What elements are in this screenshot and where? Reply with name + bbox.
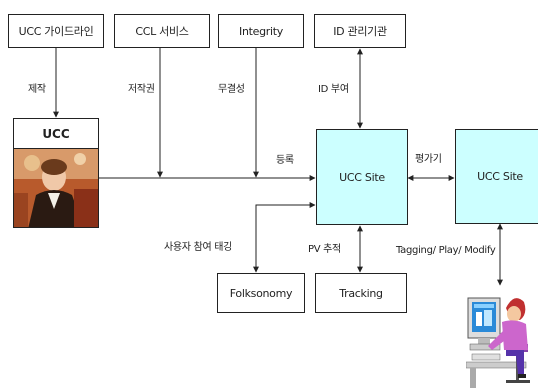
node-ccl-service: CCL 서비스 bbox=[114, 14, 210, 48]
ucc-content-image bbox=[13, 148, 99, 228]
node-guideline: UCC 가이드라인 bbox=[8, 14, 104, 48]
node-integrity: Integrity bbox=[218, 14, 304, 48]
label-produce: 제작 bbox=[28, 84, 46, 95]
node-ucc-site-main: UCC Site bbox=[316, 129, 408, 225]
label-evaluate: 평가기 bbox=[415, 154, 442, 165]
label-pv-tracking: PV 추적 bbox=[308, 244, 341, 255]
label-copyright: 저작권 bbox=[128, 84, 155, 95]
node-tracking: Tracking bbox=[315, 273, 407, 313]
edge-user-tagging bbox=[253, 202, 316, 273]
label-tag-play-modify: Tagging/ Play/ Modify bbox=[396, 245, 496, 256]
node-ucc-title: UCC bbox=[13, 118, 99, 148]
label-user-tagging: 사용자 참여 태깅 bbox=[164, 242, 233, 253]
label-integrity: 무결성 bbox=[218, 84, 245, 95]
label-register: 등록 bbox=[276, 155, 294, 166]
node-ucc-site-peer: UCC Site bbox=[455, 129, 538, 224]
user-at-computer-icon bbox=[465, 284, 532, 388]
label-id-grant: ID 부여 bbox=[318, 84, 349, 95]
node-folksonomy: Folksonomy bbox=[217, 273, 305, 313]
node-id-agency: ID 관리기관 bbox=[314, 14, 406, 48]
